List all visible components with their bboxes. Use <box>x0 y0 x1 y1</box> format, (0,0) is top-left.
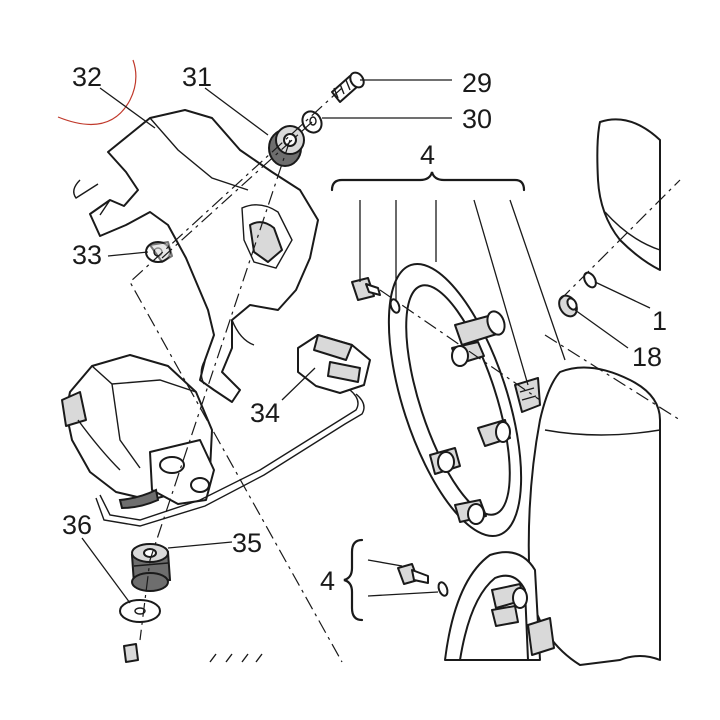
part-31-grommet <box>268 125 305 167</box>
assembly-axes <box>129 87 681 663</box>
callout-4-top: 4 <box>420 140 435 170</box>
callout-30: 30 <box>462 104 492 134</box>
red-annotation-arc <box>57 59 137 125</box>
callout-36: 36 <box>62 510 92 540</box>
leader-lines <box>81 79 651 604</box>
part-4-plate-upper <box>387 262 523 538</box>
hatch-marks <box>209 653 263 663</box>
part-1-oring <box>583 271 597 289</box>
part-4-plate-lower <box>444 551 555 661</box>
part-4-bolt-upper <box>351 277 401 314</box>
part-18-grommet <box>558 294 578 318</box>
part-36-washer <box>119 599 161 623</box>
part-35-mount <box>130 543 172 592</box>
callout-1: 1 <box>652 306 667 336</box>
brace-4-top <box>330 171 526 192</box>
callout-33: 33 <box>72 240 102 270</box>
bottom-screw <box>123 643 139 663</box>
callout-34: 34 <box>250 398 280 428</box>
actuator-motor <box>61 354 215 510</box>
callout-35: 35 <box>232 528 262 558</box>
part-30-washer <box>301 110 323 134</box>
part-32-bracket <box>73 109 319 403</box>
housing-right <box>527 118 661 666</box>
callout-4-bottom: 4 <box>320 566 335 596</box>
callout-29: 29 <box>462 68 492 98</box>
callout-18: 18 <box>632 342 662 372</box>
part-4-bolt-lower <box>397 563 449 597</box>
brace-4-bottom <box>343 538 364 622</box>
part-33-washer <box>145 241 173 263</box>
callout-31: 31 <box>182 62 212 92</box>
part-29-screw <box>331 71 365 103</box>
part-34-connector <box>95 334 371 527</box>
callout-32: 32 <box>72 62 102 92</box>
